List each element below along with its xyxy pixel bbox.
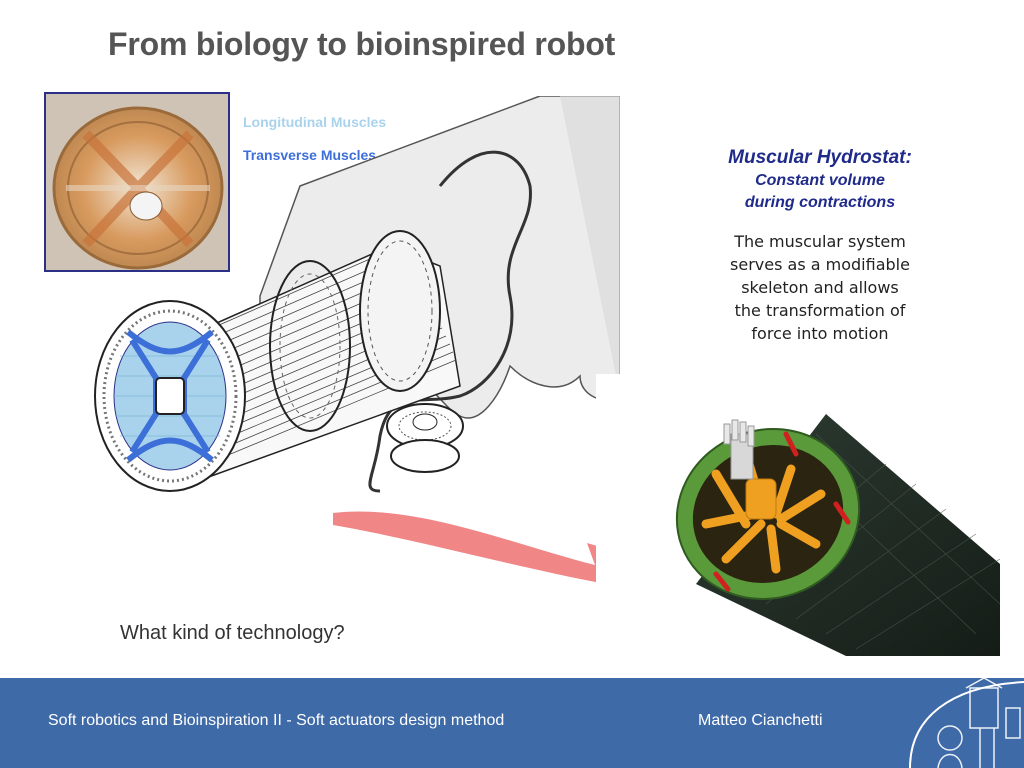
hydrostat-line-1: Constant volume [755,172,885,189]
footer-author: Matteo Cianchetti [698,712,823,729]
sucker-illustration [386,403,464,473]
transition-arrow [333,511,675,603]
technology-question: What kind of technology? [120,622,345,644]
hydrostat-line-2: during contractions [744,194,896,211]
hydrostat-heading-block: Muscular Hydrostat: Constant volume duri… [700,146,940,214]
cross-section-illustration [46,94,228,270]
footer-course-title: Soft robotics and Bioinspiration II - So… [48,712,505,729]
legend-transverse-muscles: Transverse Muscles [243,147,377,163]
description-line-5: force into motion [751,324,889,343]
description-line-4: the transformation of [734,301,906,320]
central-rods [723,419,755,447]
muscular-system-description: The muscular system serves as a modifiab… [720,230,920,345]
legend-longitudinal-muscles: Longitudinal Muscles [243,114,387,130]
university-seal-logo [909,678,1024,768]
soft-robot-arm-render [596,374,1000,656]
hydrostat-heading: Muscular Hydrostat: [728,147,912,168]
longitudinal-muscle-hatching [114,355,226,437]
footer-bar: Soft robotics and Bioinspiration II - So… [0,678,1024,768]
description-line-3: skeleton and allows [741,278,899,297]
octopus-arm-diagram [94,96,620,493]
arm-cross-section-photo [44,92,230,272]
description-line-2: serves as a modifiable [730,255,910,274]
description-line-1: The muscular system [734,232,906,251]
cable-actuators [713,431,851,592]
slide-title: From biology to bioinspired robot [108,26,616,62]
